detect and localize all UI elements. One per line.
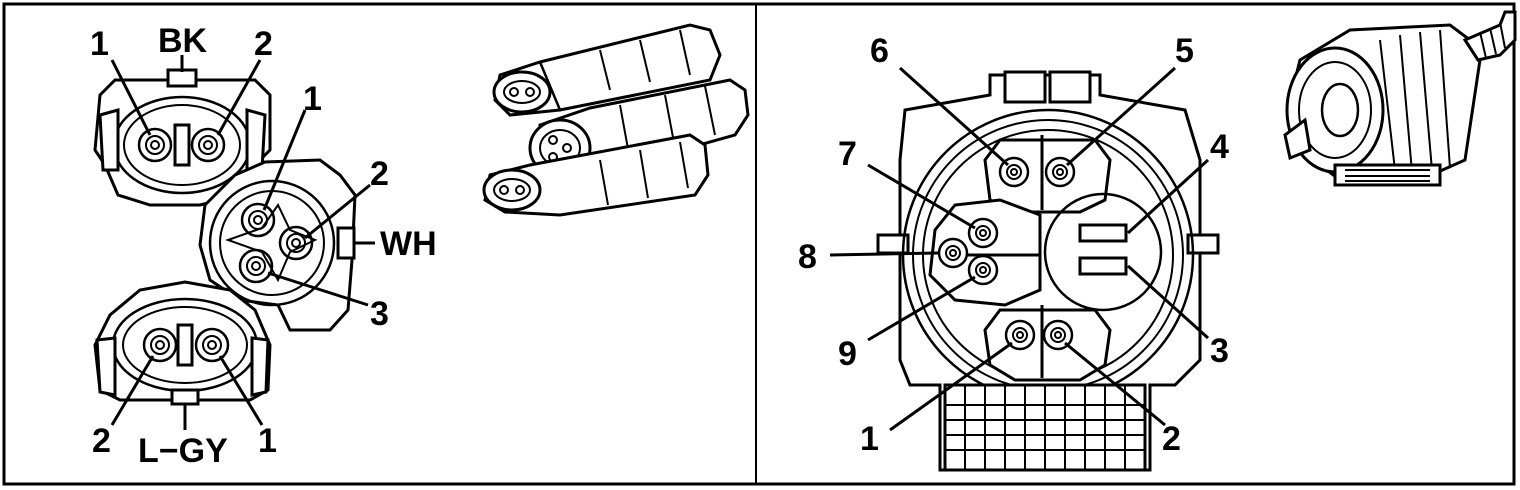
nine-pin-connector: [829, 66, 1220, 472]
bk-pin-1-label: 1: [90, 25, 109, 63]
pin-9-label: 9: [838, 335, 857, 373]
wh-pin-2-label: 2: [370, 155, 389, 193]
wh-color-label: WH: [380, 225, 437, 263]
left-panel: BK 1 2 WH 1 2 3: [90, 22, 750, 470]
wh-connector: [198, 109, 375, 332]
wh-pin-3-label: 3: [370, 295, 389, 333]
lgy-connector: [93, 280, 272, 430]
pin-2-label: 2: [1162, 420, 1181, 458]
lgy-color-label: L−GY: [138, 432, 228, 470]
nine-pin-connector-illustration: [1283, 10, 1517, 187]
right-panel: 6 5 7 4 8 3 9 1 2: [798, 10, 1517, 472]
pin-3-label: 3: [1210, 332, 1229, 370]
bk-pin-2-label: 2: [254, 25, 273, 63]
wh-pin-1-label: 1: [303, 80, 322, 118]
connector-assembly-illustration: [482, 23, 750, 217]
pin-6-label: 6: [870, 32, 889, 70]
pin-5-label: 5: [1175, 32, 1194, 70]
pin-4-label: 4: [1210, 128, 1229, 166]
lgy-pin-2-label: 2: [92, 422, 111, 460]
bk-connector: [93, 55, 272, 207]
bk-color-label: BK: [158, 22, 208, 60]
lgy-pin-1-label: 1: [258, 422, 277, 460]
pin-1-label: 1: [860, 420, 879, 458]
pin-7-label: 7: [838, 135, 857, 173]
pin-8-label: 8: [798, 238, 817, 276]
